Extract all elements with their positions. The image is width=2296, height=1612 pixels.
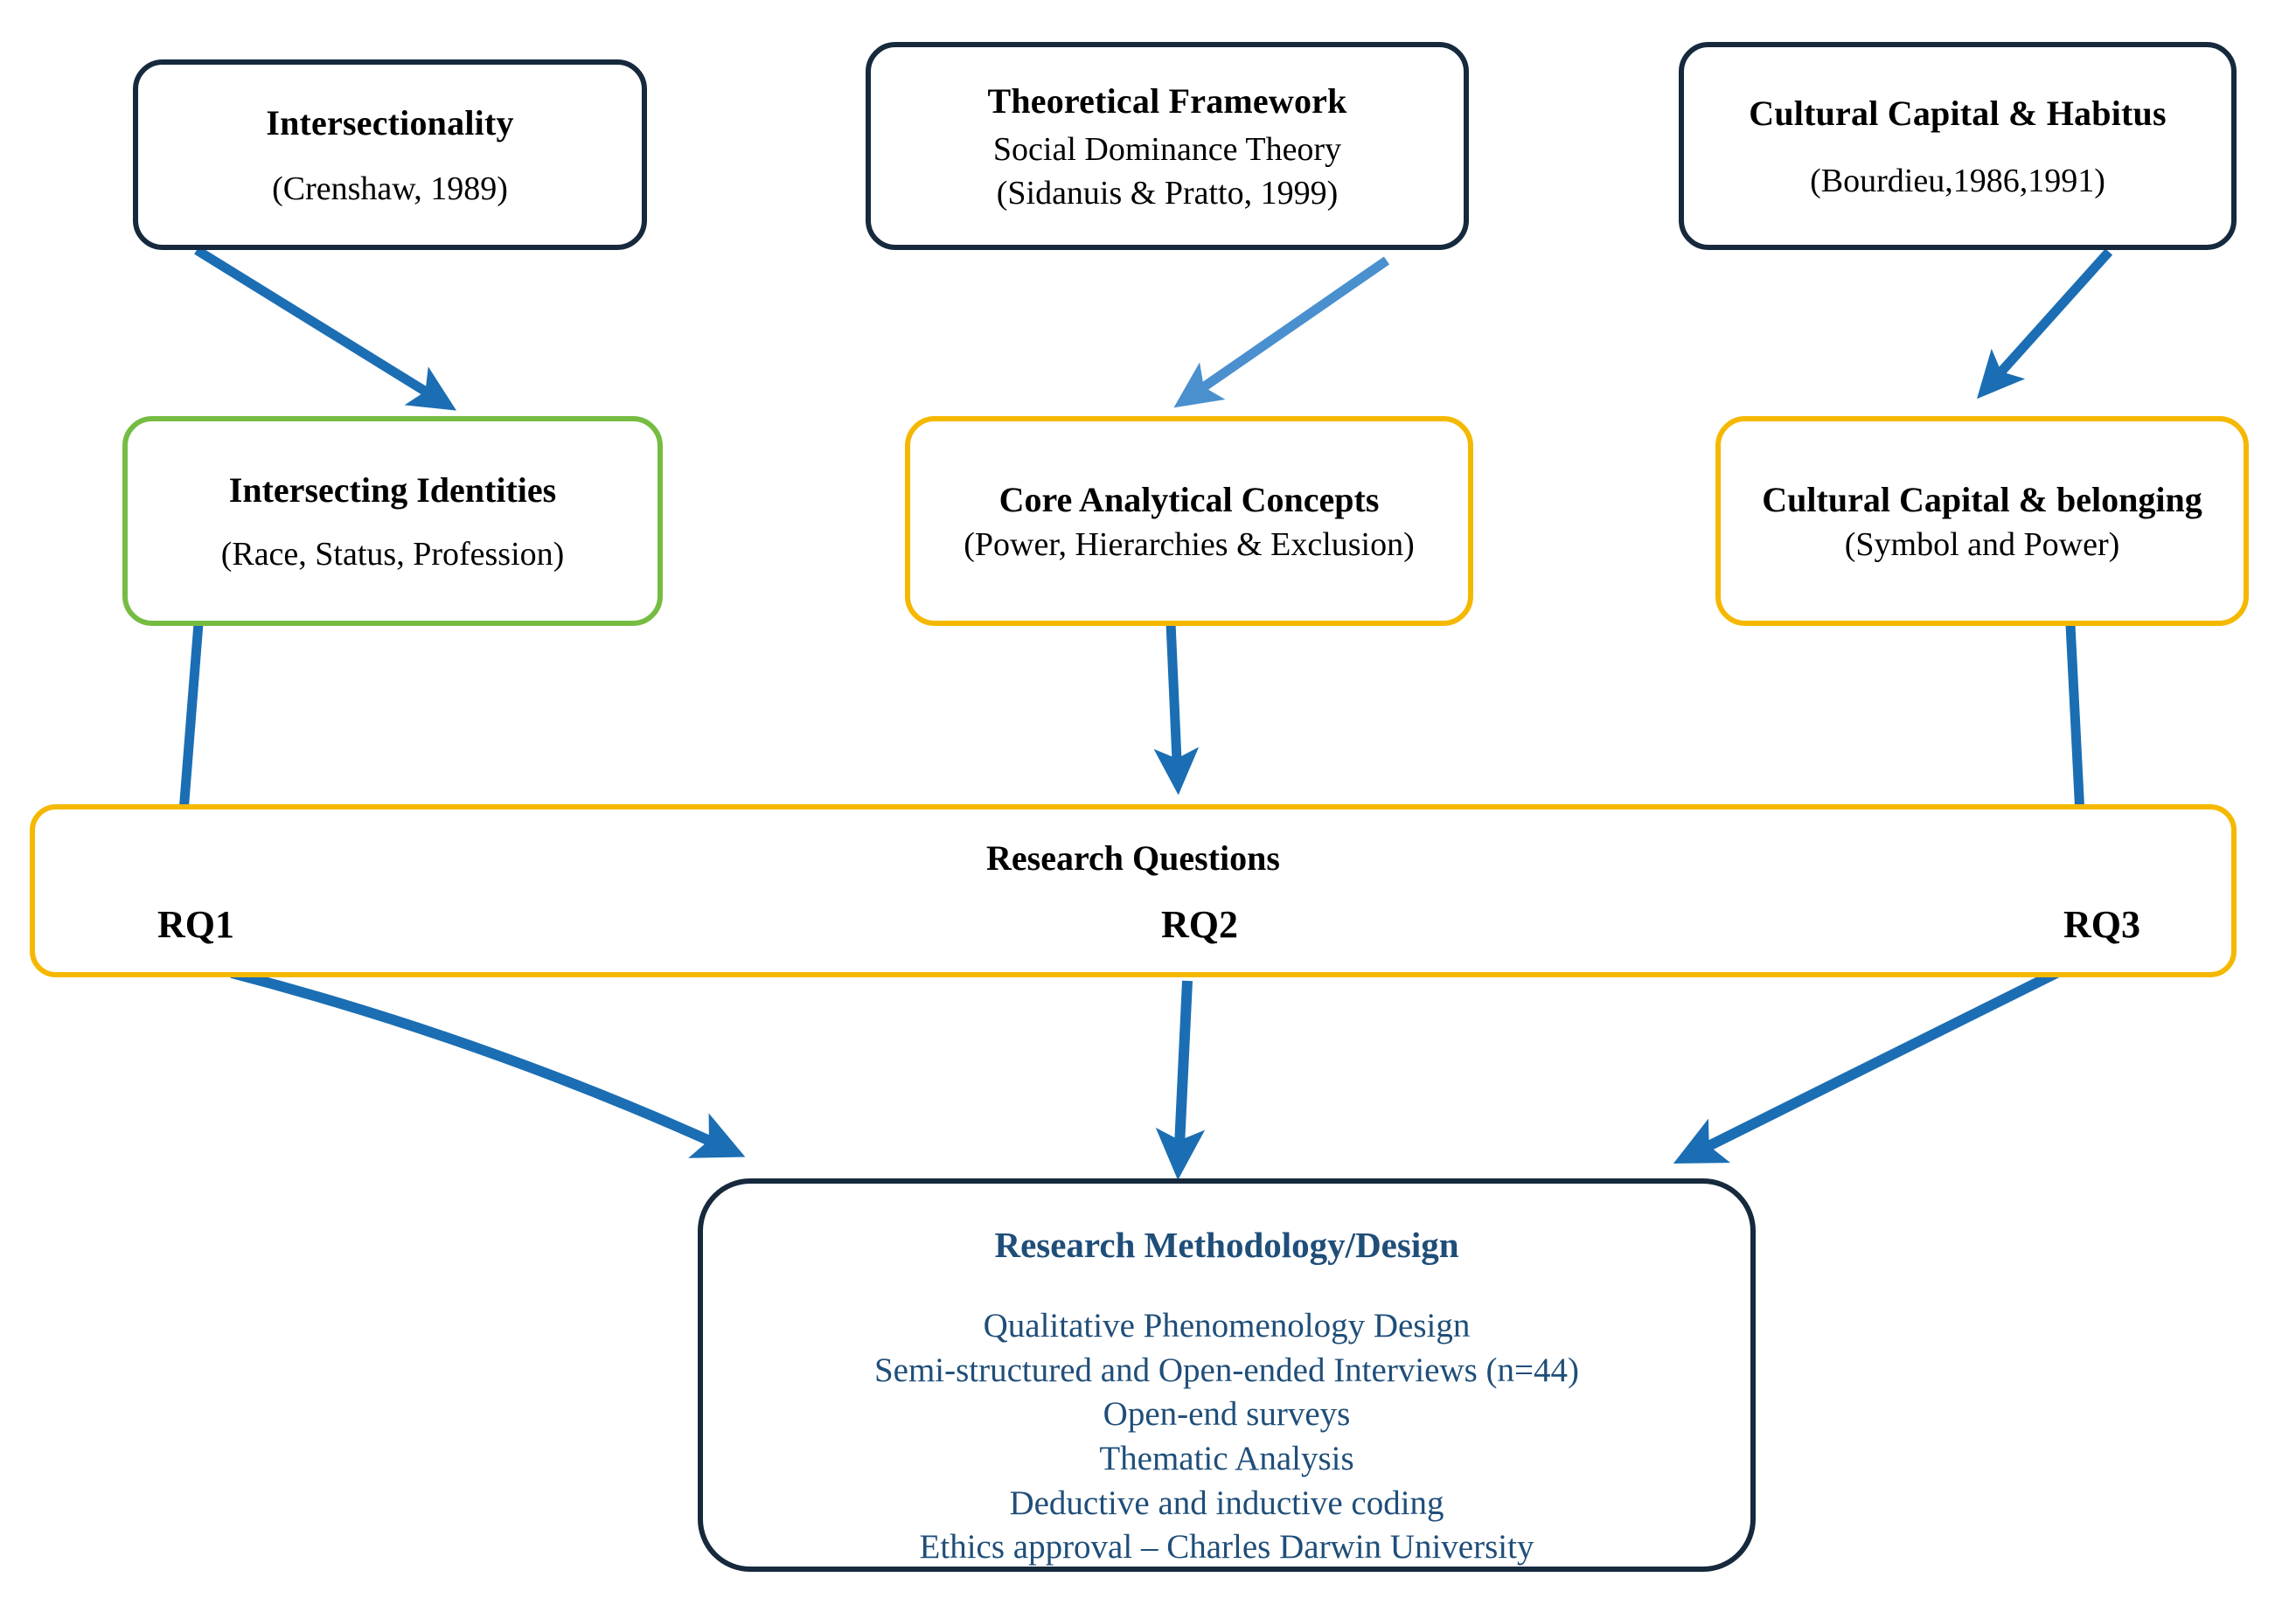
research-question-rq2[interactable]: RQ2 bbox=[1161, 903, 1238, 946]
node-core-analytical-concepts[interactable]: Core Analytical Concepts (Power, Hierarc… bbox=[905, 416, 1473, 626]
methodology-line: Open-end surveys bbox=[1103, 1395, 1351, 1434]
node-subtitle: (Crenshaw, 1989) bbox=[272, 170, 508, 207]
connector-core-concepts-to-rq2 bbox=[1153, 622, 1200, 796]
research-questions-bar[interactable]: Research Questions RQ1 RQ2 RQ3 bbox=[30, 804, 2237, 977]
node-title: Cultural Capital & belonging bbox=[1762, 479, 2202, 519]
node-theoretical-framework[interactable]: Theoretical Framework Social Dominance T… bbox=[866, 42, 1469, 250]
methodology-line: Semi-structured and Open-ended Interview… bbox=[873, 1351, 1580, 1389]
research-question-rq1[interactable]: RQ1 bbox=[157, 903, 234, 946]
connector-rq1-to-methodology bbox=[230, 968, 746, 1158]
node-intersecting-identities[interactable]: Intersecting Identities (Race, Status, P… bbox=[122, 416, 663, 626]
node-subtitle: (Symbol and Power) bbox=[1844, 525, 2120, 563]
node-intersectionality[interactable]: Intersectionality (Crenshaw, 1989) bbox=[133, 59, 647, 250]
methodology-line: Deductive and inductive coding bbox=[1009, 1483, 1444, 1522]
node-cultural-capital-belonging[interactable]: Cultural Capital & belonging (Symbol and… bbox=[1715, 416, 2249, 626]
connector-framework-to-core-concepts bbox=[1173, 256, 1390, 408]
connector-intersectionality-to-identities bbox=[194, 246, 457, 411]
methodology-line: Qualitative Phenomenology Design bbox=[983, 1307, 1471, 1344]
node-subtitle-line1: Social Dominance Theory bbox=[992, 130, 1342, 168]
research-question-rq3[interactable]: RQ3 bbox=[2063, 903, 2140, 946]
node-title: Cultural Capital & Habitus bbox=[1749, 93, 2167, 133]
node-title: Intersecting Identities bbox=[228, 469, 557, 510]
node-subtitle-line2: (Sidanuis & Pratto, 1999) bbox=[996, 174, 1339, 212]
node-research-methodology[interactable]: Research Methodology/Design Qualitative … bbox=[698, 1178, 1756, 1572]
connector-rq2-to-methodology bbox=[1155, 980, 1206, 1180]
connector-habitus-to-belonging bbox=[1976, 248, 2113, 400]
methodology-title: Research Methodology/Design bbox=[994, 1225, 1459, 1265]
connector-rq3-to-methodology bbox=[1673, 965, 2064, 1164]
methodology-line: Thematic Analysis bbox=[1099, 1440, 1354, 1478]
node-cultural-capital-habitus[interactable]: Cultural Capital & Habitus (Bourdieu,198… bbox=[1679, 42, 2237, 250]
node-subtitle: (Power, Hierarchies & Exclusion) bbox=[964, 525, 1415, 563]
node-subtitle: (Bourdieu,1986,1991) bbox=[1810, 162, 2105, 199]
node-title: Intersectionality bbox=[266, 102, 514, 142]
node-title: Theoretical Framework bbox=[987, 80, 1347, 121]
methodology-line: Ethics approval – Charles Darwin Univers… bbox=[919, 1528, 1534, 1567]
research-questions-title: Research Questions bbox=[986, 838, 1280, 878]
node-title: Core Analytical Concepts bbox=[998, 479, 1380, 519]
node-subtitle: (Race, Status, Profession) bbox=[220, 535, 565, 573]
